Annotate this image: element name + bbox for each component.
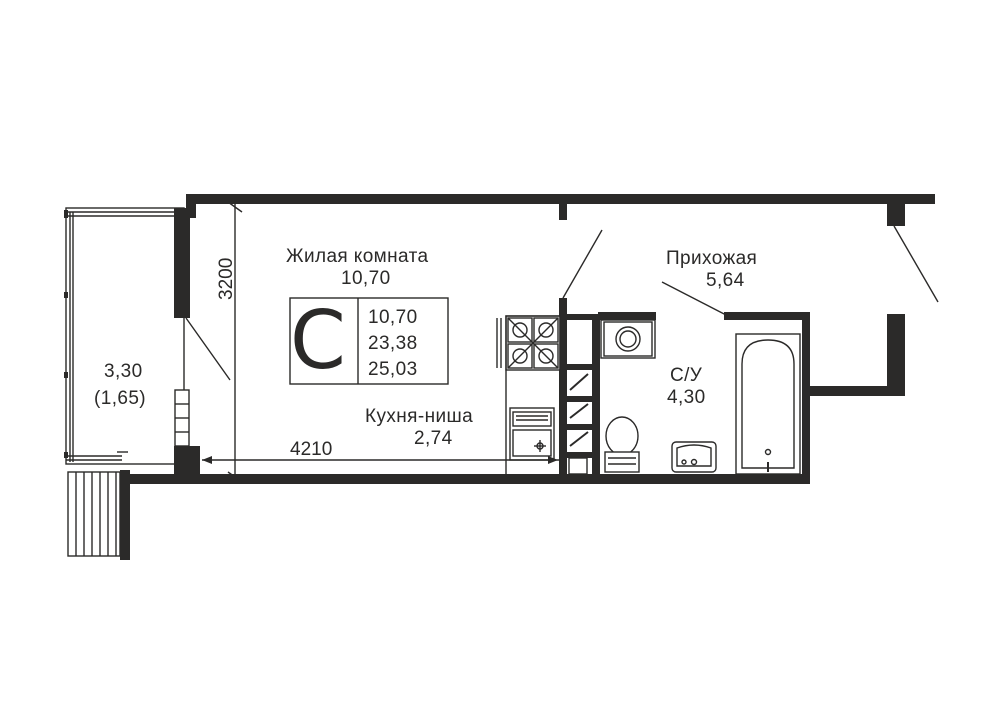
height-dimension-label: 3200 (216, 258, 237, 300)
ventilation-shaft (567, 314, 592, 475)
bathroom-name: С/У (670, 365, 703, 386)
stove-icon (505, 315, 561, 371)
hall-name: Прихожая (666, 248, 757, 269)
wash-basin-icon (671, 441, 717, 473)
bathtub-icon (735, 333, 801, 475)
kitchen-area: 2,74 (414, 428, 453, 449)
badge-total-area: 23,38 (368, 333, 418, 354)
width-dimension-label: 4210 (290, 439, 332, 460)
badge-living-area: 10,70 (368, 307, 418, 328)
hall-area: 5,64 (706, 270, 745, 291)
kitchen-sink-icon (509, 407, 555, 461)
balcony-area: 3,30 (104, 361, 143, 382)
living-room-name: Жилая комната (286, 246, 428, 267)
dimension-lines (202, 200, 560, 483)
washing-machine-icon (600, 319, 656, 359)
kitchen-equipment (496, 315, 561, 479)
kitchen-name: Кухня-ниша (365, 406, 473, 427)
apartment-type-letter: С (290, 294, 346, 387)
toilet-icon (604, 416, 640, 473)
door-swings (562, 225, 939, 317)
balcony-area-reduced: (1,65) (94, 388, 146, 409)
bathroom-area: 4,30 (667, 387, 706, 408)
living-room-area: 10,70 (341, 268, 391, 289)
apartment-badge: С 10,70 23,38 25,03 (289, 294, 449, 387)
balcony (64, 207, 231, 560)
walls (120, 194, 935, 484)
bathroom-fixtures (600, 319, 801, 475)
badge-total-with-balcony: 25,03 (368, 359, 418, 380)
